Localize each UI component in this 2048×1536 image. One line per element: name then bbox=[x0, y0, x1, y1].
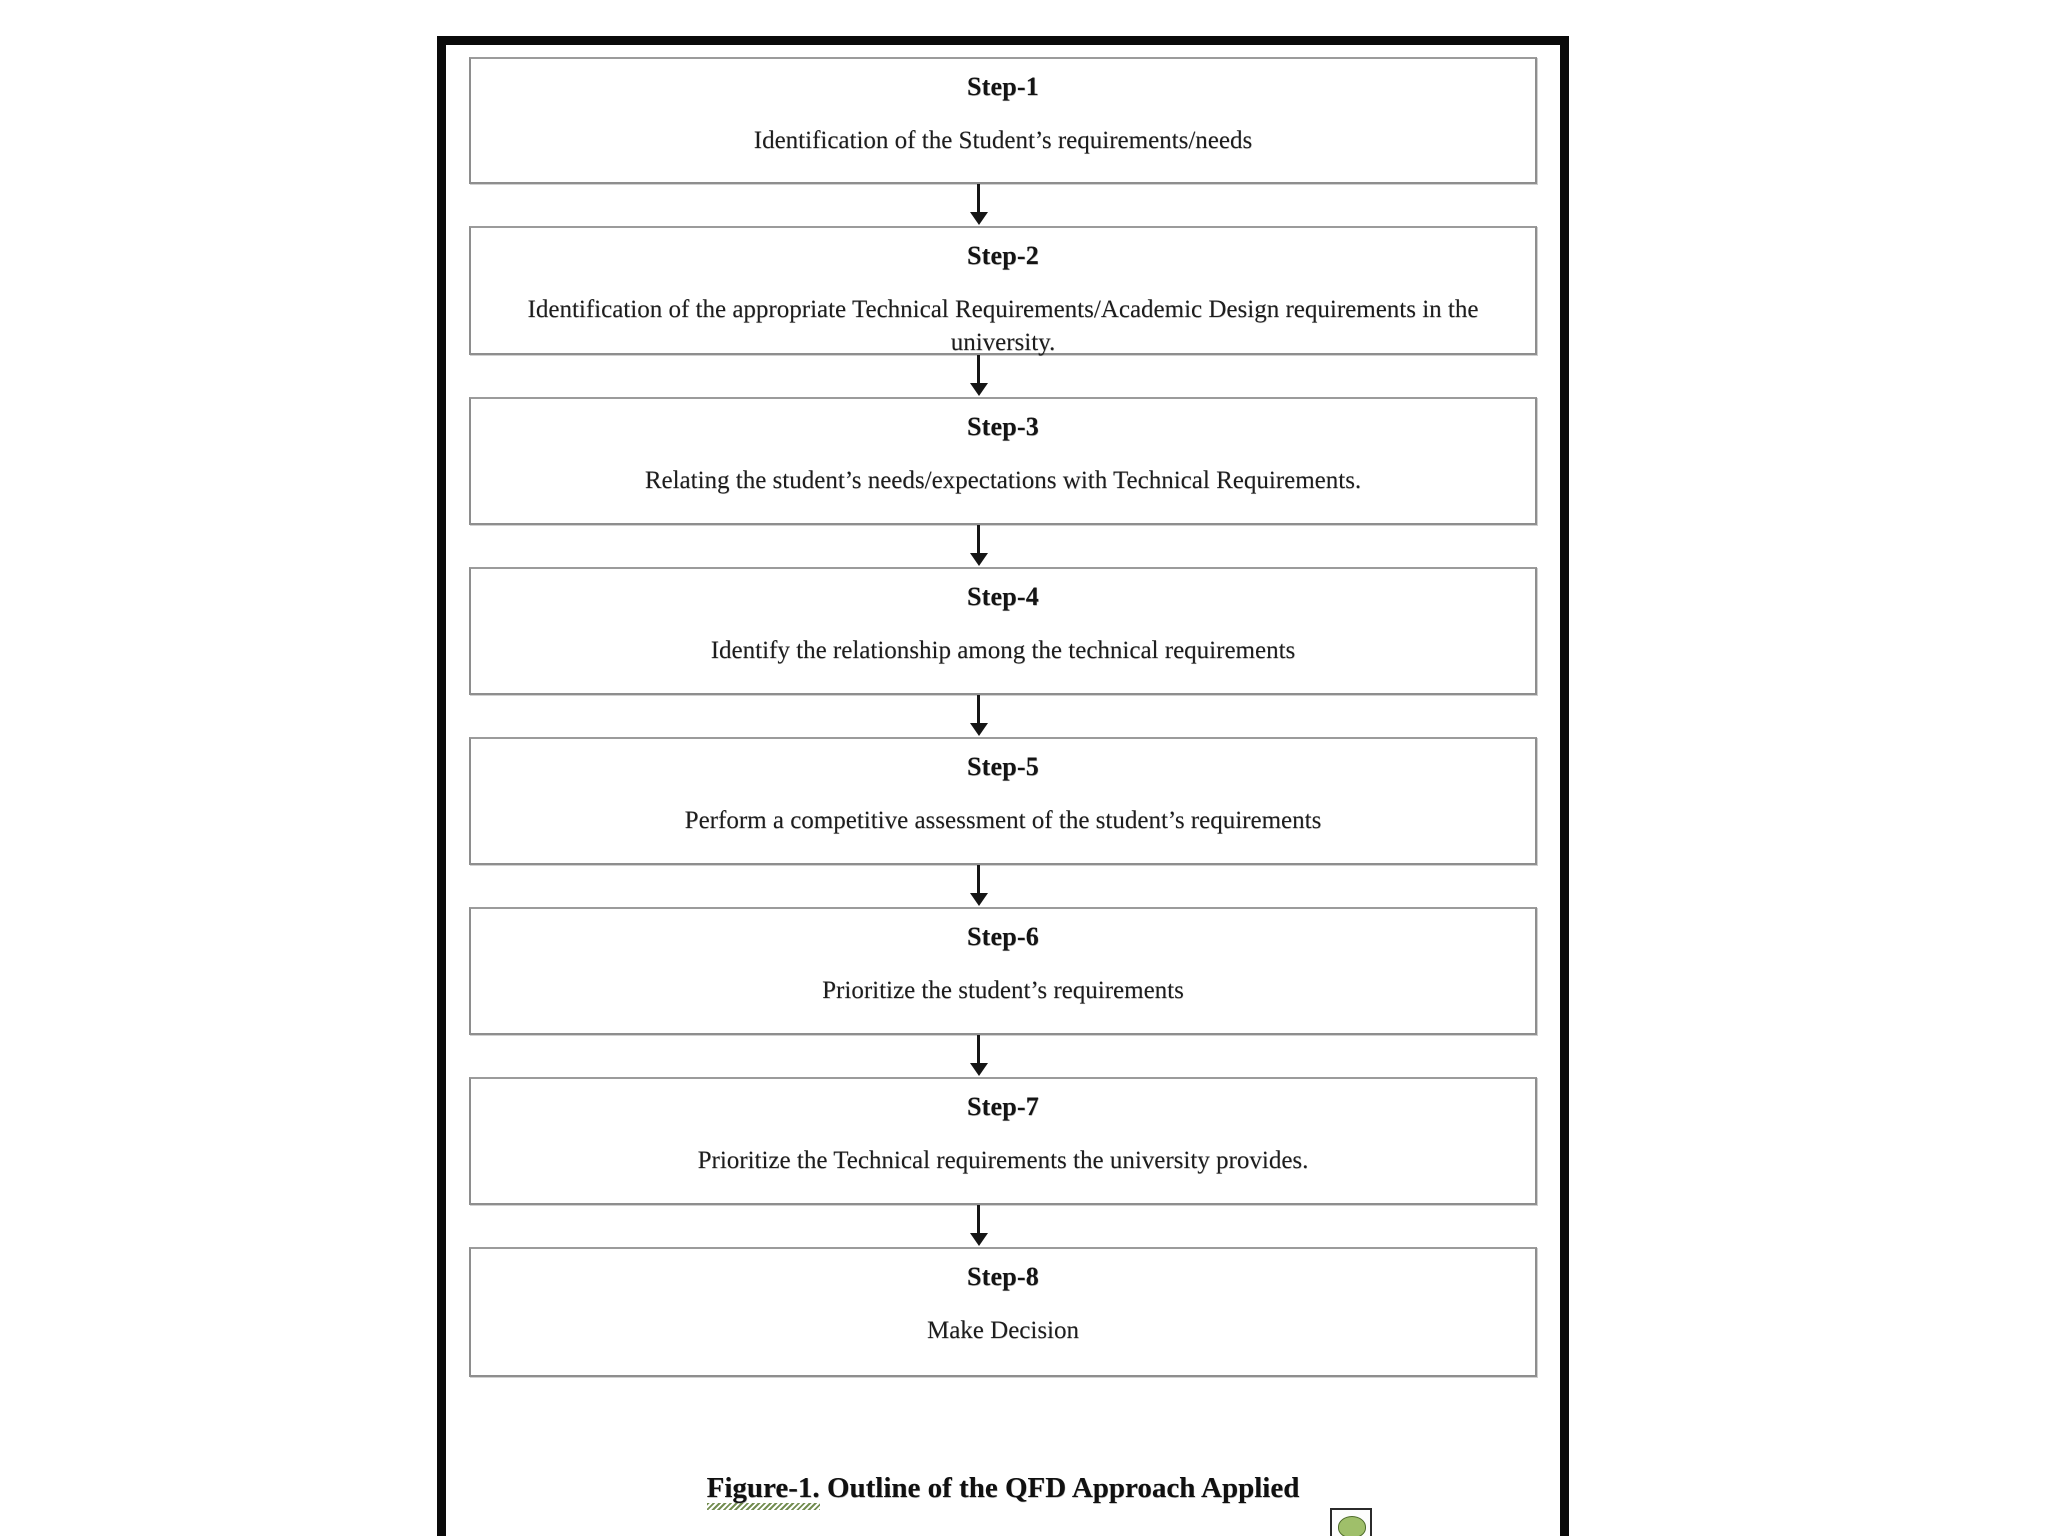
step-title: Step-8 bbox=[967, 1262, 1039, 1291]
step-title: Step-3 bbox=[967, 412, 1039, 441]
step-body: Identify the relationship among the tech… bbox=[710, 636, 1296, 664]
step-body: Make Decision bbox=[926, 1316, 1080, 1344]
step-body: Identification of the Student’s requirem… bbox=[753, 126, 1253, 154]
flow-arrow-3-to-4 bbox=[968, 525, 988, 567]
flow-arrow-5-to-6 bbox=[968, 865, 988, 907]
flowchart-step-box-3: Step-3 Relating the student’s needs/expe… bbox=[469, 397, 1537, 525]
figure-caption-text: Outline of the QFD Approach Applied bbox=[819, 1472, 1300, 1504]
qfd-flowchart: Step-1 Identification of the Student’s r… bbox=[469, 57, 1537, 1477]
flowchart-step-box-5: Step-5 Perform a competitive assessment … bbox=[469, 737, 1537, 865]
step-title: Step-1 bbox=[967, 72, 1039, 101]
step-body: Perform a competitive assessment of the … bbox=[684, 806, 1322, 834]
flowchart-step-box-1: Step-1 Identification of the Student’s r… bbox=[469, 57, 1537, 184]
step-title: Step-4 bbox=[967, 582, 1039, 611]
step-title: Step-6 bbox=[967, 922, 1039, 951]
flowchart-step-box-8: Step-8 Make Decision bbox=[469, 1247, 1537, 1377]
flowchart-step-box-2: Step-2 Identification of the appropriate… bbox=[469, 226, 1537, 356]
leaf-glyph-icon bbox=[1338, 1516, 1366, 1536]
figure-caption: Figure-1. Outline of the QFD Approach Ap… bbox=[469, 1472, 1537, 1510]
flow-arrow-7-to-8 bbox=[968, 1205, 988, 1247]
step-body: Relating the student’s needs/expectation… bbox=[644, 466, 1362, 494]
flow-arrow-6-to-7 bbox=[968, 1035, 988, 1077]
figure-label-text: Figure-1. bbox=[706, 1472, 820, 1504]
step-body: Prioritize the Technical requirements th… bbox=[697, 1146, 1309, 1174]
step-title: Step-7 bbox=[967, 1092, 1039, 1121]
step-title: Step-2 bbox=[967, 241, 1039, 270]
flow-arrow-2-to-3 bbox=[968, 355, 988, 397]
flowchart-step-box-7: Step-7 Prioritize the Technical requirem… bbox=[469, 1077, 1537, 1205]
flowchart-step-box-4: Step-4 Identify the relationship among t… bbox=[469, 567, 1537, 695]
figure-label-with-spellcheck: Figure-1. bbox=[706, 1472, 820, 1510]
step-body: Identification of the appropriate Techni… bbox=[527, 295, 1479, 357]
flow-arrow-1-to-2 bbox=[968, 184, 988, 226]
flowchart-step-box-6: Step-6 Prioritize the student’s requirem… bbox=[469, 907, 1537, 1035]
step-body: Prioritize the student’s requirements bbox=[822, 976, 1184, 1004]
step-title: Step-5 bbox=[967, 752, 1039, 781]
image-thumbnail-icon bbox=[1330, 1508, 1372, 1536]
flow-arrow-4-to-5 bbox=[968, 695, 988, 737]
spellcheck-squiggle-icon bbox=[706, 1503, 820, 1510]
